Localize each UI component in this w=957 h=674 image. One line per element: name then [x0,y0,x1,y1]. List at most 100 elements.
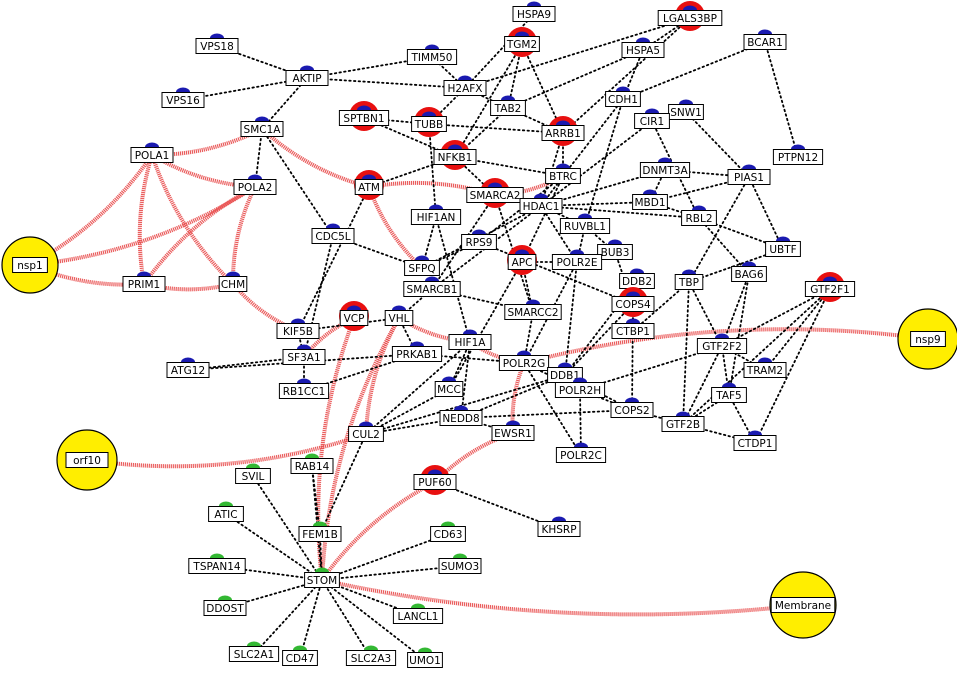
node-vps18[interactable]: VPS18 [195,33,239,54]
node-tspan14[interactable]: TSPAN14 [188,553,246,574]
node-cdc5l[interactable]: CDC5L [311,223,355,244]
node-cdh1[interactable]: CDH1 [605,86,641,107]
node-cops2[interactable]: COPS2 [610,397,654,418]
node-lgals3bp[interactable]: LGALS3BP [657,1,723,31]
node-tab2[interactable]: TAB2 [490,95,526,116]
edge-pias1-ubtf [748,176,784,250]
node-ddb2[interactable]: DDB2 [619,268,655,289]
node-rb1cc1[interactable]: RB1CC1 [278,378,330,399]
node-gtf2f1[interactable]: GTF2F1 [804,272,856,302]
node-tram2[interactable]: TRAM2 [743,357,787,378]
edge-gtf2f2-tram2 [721,345,766,371]
node-label: SMC1A [244,124,282,136]
node-rps9[interactable]: RPS9 [461,229,497,250]
viral-node-membrane[interactable]: Membrane [769,571,837,639]
node-cd47[interactable]: CD47 [282,645,318,666]
node-apc[interactable]: APC [507,245,537,275]
node-aktip[interactable]: AKTIP [285,65,329,86]
node-hif1an[interactable]: HIF1AN [410,204,462,225]
node-polr2g[interactable]: POLR2G [498,350,550,371]
node-smarca2[interactable]: SMARCA2 [466,178,524,208]
node-umo1[interactable]: UMO1 [407,647,443,668]
node-hspa9[interactable]: HSPA9 [512,1,556,22]
node-kif5b[interactable]: KIF5B [276,318,320,339]
node-lancl1[interactable]: LANCL1 [392,603,444,624]
node-dnmt3a[interactable]: DNMT3A [639,157,691,178]
node-ctdp1[interactable]: CTDP1 [733,430,777,451]
node-snw1[interactable]: SNW1 [668,99,704,120]
node-chm[interactable]: CHM [218,271,248,292]
node-bub3[interactable]: BUB3 [597,239,633,260]
node-label-box [507,254,537,270]
node-sfpq[interactable]: SFPQ [404,255,440,276]
node-label-box [632,194,668,210]
node-timm50[interactable]: TIMM50 [406,44,458,65]
node-svil[interactable]: SVIL [235,463,271,484]
node-polr2e[interactable]: POLR2E [551,249,603,270]
node-polr2h[interactable]: POLR2H [554,377,606,398]
node-label: HDAC1 [523,201,560,213]
node-ubtf[interactable]: UBTF [765,236,801,257]
node-hspa5[interactable]: HSPA5 [621,37,665,58]
node-pias1[interactable]: PIAS1 [727,164,771,185]
node-arrb1[interactable]: ARRB1 [541,116,585,146]
node-tubb[interactable]: TUBB [411,107,447,137]
node-cul2[interactable]: CUL2 [348,421,384,442]
node-rbl2[interactable]: RBL2 [681,205,717,226]
node-sumo3[interactable]: SUMO3 [438,553,482,574]
viral-node-nsp1[interactable]: nsp1 [1,236,59,294]
node-ctbp1[interactable]: CTBP1 [611,318,655,339]
node-puf60[interactable]: PUF60 [413,465,457,495]
edge-gtf2f2-taf5 [721,345,730,396]
viral-node-nsp9[interactable]: nsp9 [897,308,957,370]
node-fem1b[interactable]: FEM1B [298,521,342,542]
edge-cops4-ddb1 [564,303,634,376]
node-mbd1[interactable]: MBD1 [632,189,668,210]
node-bcar1[interactable]: BCAR1 [743,29,787,50]
node-rab14[interactable]: RAB14 [290,453,334,474]
node-gtf2b[interactable]: GTF2B [661,411,705,432]
node-slc2a3[interactable]: SLC2A3 [345,645,397,666]
node-ptpn12[interactable]: PTPN12 [772,144,824,165]
edge-tubb-hif1an [428,123,437,218]
node-stom[interactable]: STOM [304,567,340,588]
viral-node-orf10[interactable]: orf10 [56,429,118,491]
node-ruvbl1[interactable]: RUVBL1 [559,213,611,234]
node-vcp[interactable]: VCP [339,301,369,331]
node-pola2[interactable]: POLA2 [233,174,277,195]
node-ewsr1[interactable]: EWSR1 [491,420,535,441]
node-polr2c[interactable]: POLR2C [555,442,607,463]
node-tgm2[interactable]: TGM2 [504,27,540,57]
node-cir1[interactable]: CIR1 [634,108,670,129]
node-sptbn1[interactable]: SPTBN1 [338,101,390,131]
node-atm[interactable]: ATM [354,170,384,200]
edge-gtf2f2-gtf2b [682,345,723,425]
node-khsrp[interactable]: KHSRP [537,516,581,537]
node-hif1a[interactable]: HIF1A [448,329,492,350]
node-nedd8[interactable]: NEDD8 [439,405,483,426]
node-pola1[interactable]: POLA1 [130,142,174,163]
node-h2afx[interactable]: H2AFX [443,75,487,96]
node-taf5[interactable]: TAF5 [711,382,747,403]
node-btrc[interactable]: BTRC [545,163,581,184]
node-sf3a1[interactable]: SF3A1 [282,344,326,365]
node-prkab1[interactable]: PRKAB1 [391,341,443,362]
node-vhl[interactable]: VHL [384,305,414,326]
node-hdac1[interactable]: HDAC1 [519,193,563,214]
node-bag6[interactable]: BAG6 [731,261,767,282]
node-mcc[interactable]: MCC [434,376,464,397]
node-vps16[interactable]: VPS16 [161,87,205,108]
node-nfkb1[interactable]: NFKB1 [433,140,477,170]
node-slc2a1[interactable]: SLC2A1 [228,641,280,662]
node-tbp[interactable]: TBP [674,269,704,290]
node-ddost[interactable]: DDOST [203,595,247,616]
node-smarcb1[interactable]: SMARCB1 [403,276,461,297]
node-atg12[interactable]: ATG12 [166,357,210,378]
node-cops4[interactable]: COPS4 [611,287,655,317]
node-gtf2f2[interactable]: GTF2F2 [696,333,748,354]
node-smc1a[interactable]: SMC1A [240,116,284,137]
node-cd63[interactable]: CD63 [430,521,466,542]
node-atic[interactable]: ATIC [208,501,244,522]
node-smarcc2[interactable]: SMARCC2 [504,299,562,320]
node-prim1[interactable]: PRIM1 [122,271,166,292]
